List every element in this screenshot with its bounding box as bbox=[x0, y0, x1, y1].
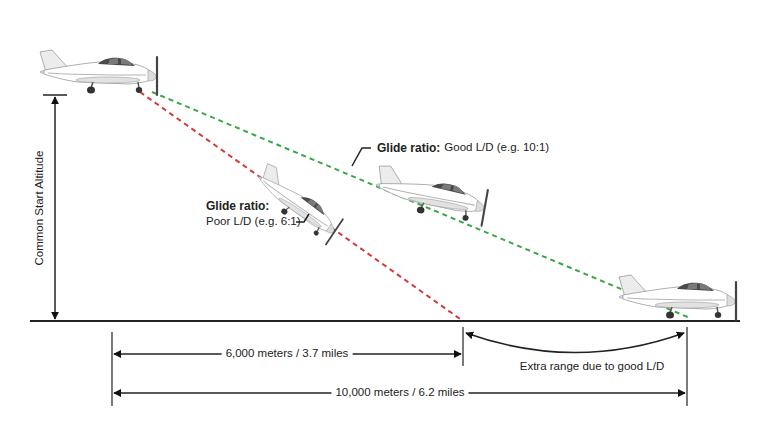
ground-line bbox=[30, 320, 740, 322]
landed-plane bbox=[619, 275, 736, 320]
start-plane bbox=[40, 50, 157, 95]
good-glide-plane bbox=[372, 164, 489, 225]
good-glide-path bbox=[152, 92, 690, 318]
altitude-arrow bbox=[54, 97, 56, 319]
altitude-tick bbox=[43, 94, 67, 96]
dimension-tick bbox=[686, 327, 687, 406]
glide-ratio-value: Poor L/D (e.g. 6:1) bbox=[206, 215, 301, 229]
extra-range-arc bbox=[466, 333, 684, 353]
altitude-label: Common Start Altitude bbox=[33, 150, 47, 265]
dimension-tick bbox=[111, 332, 112, 406]
leader-line bbox=[352, 148, 371, 166]
glide-ratio-heading: Glide ratio: bbox=[206, 199, 269, 213]
dimension-tick bbox=[462, 327, 463, 366]
dimension-label: 6,000 meters / 3.7 miles bbox=[222, 347, 353, 361]
dimension-label: 10,000 meters / 6.2 miles bbox=[331, 386, 468, 400]
glide-ratio-heading: Glide ratio: bbox=[377, 141, 440, 155]
poor-glide-path bbox=[140, 92, 463, 321]
glide-ratio-value: Good L/D (e.g. 10:1) bbox=[444, 141, 549, 155]
range-note: Extra range due to good L/D bbox=[516, 360, 669, 374]
